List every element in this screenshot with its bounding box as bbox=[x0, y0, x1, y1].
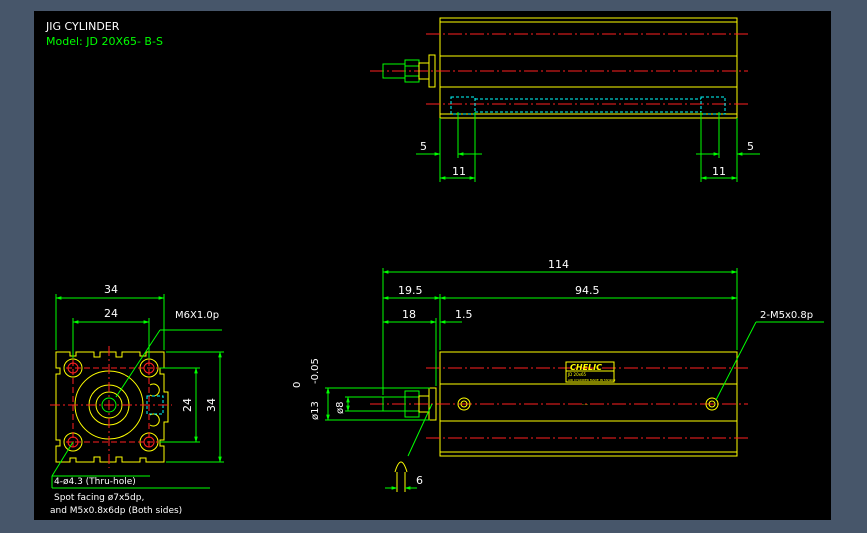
side-dim-6: 6 bbox=[416, 474, 423, 487]
end-thread-hole bbox=[101, 397, 117, 413]
end-view: 34 24 M6X1.0p 24 34 4-ø4.3 (Thru-hole) S… bbox=[50, 283, 224, 516]
end-dim-height-outer: 34 bbox=[205, 398, 218, 412]
side-dimensions bbox=[325, 268, 824, 490]
top-dim-right-5: 5 bbox=[747, 140, 754, 153]
top-rod-hex bbox=[404, 59, 420, 83]
top-dim-left-5: 5 bbox=[420, 140, 427, 153]
top-hidden-port-left bbox=[450, 96, 476, 115]
side-shaft-diameter: ø8 bbox=[335, 402, 346, 414]
top-view: 5 11 5 11 bbox=[370, 17, 760, 182]
end-spot-note-1: Spot facing ø7x5dp, bbox=[54, 493, 144, 503]
title-block: JIG CYLINDER Model: JD 20X65- B-S bbox=[45, 20, 163, 48]
nameplate-line-1: JD 20x65 bbox=[567, 372, 587, 377]
side-port-right-inner bbox=[708, 400, 716, 408]
top-dimensions bbox=[416, 112, 760, 182]
side-rod-diameter: ø13 bbox=[310, 401, 321, 420]
end-thread-label: M6X1.0p bbox=[175, 310, 219, 321]
side-rod-tolerance-lower: -0.05 bbox=[310, 358, 321, 384]
top-dim-right-11: 11 bbox=[712, 165, 726, 178]
top-body-outline bbox=[439, 17, 738, 119]
side-port-left bbox=[457, 397, 471, 411]
top-rod-collar bbox=[428, 54, 436, 88]
end-dim-height-inner: 24 bbox=[181, 398, 194, 412]
end-side-port bbox=[149, 383, 160, 397]
title-line-2: Model: JD 20X65- B-S bbox=[46, 35, 163, 48]
side-dim-18: 18 bbox=[402, 308, 416, 321]
title-line-1: JIG CYLINDER bbox=[45, 20, 120, 33]
end-dimensions bbox=[51, 294, 224, 489]
nameplate-line-2: AIR CYLINDER MADE IN TAIWAN bbox=[568, 378, 615, 382]
end-spot-note-2: and M5x0.8x6dp (Both sides) bbox=[50, 506, 182, 516]
side-view: ····· CHELIC JD 20x65 AIR CYLINDER MADE … bbox=[292, 258, 824, 492]
nameplate: CHELIC JD 20x65 AIR CYLINDER MADE IN TAI… bbox=[565, 361, 615, 383]
side-port-left-inner bbox=[460, 400, 468, 408]
end-dim-width-outer: 34 bbox=[104, 283, 118, 296]
side-dim-overall: 114 bbox=[548, 258, 569, 271]
top-hidden-port-right bbox=[700, 96, 726, 115]
side-body-mark: ····· bbox=[582, 402, 588, 407]
end-side-port bbox=[149, 413, 160, 427]
end-dim-width-inner: 24 bbox=[104, 307, 118, 320]
end-hole-note: 4-ø4.3 (Thru-hole) bbox=[54, 477, 136, 487]
side-dim-1-5: 1.5 bbox=[455, 308, 473, 321]
drawing-viewport[interactable] bbox=[34, 11, 831, 520]
side-port-right bbox=[705, 397, 719, 411]
side-port-label: 2-M5x0.8p bbox=[760, 310, 813, 321]
side-rod-tolerance-upper: 0 bbox=[292, 382, 303, 388]
side-rod-hex bbox=[404, 390, 420, 418]
top-dim-left-11: 11 bbox=[452, 165, 466, 178]
side-dim-19-5: 19.5 bbox=[398, 284, 423, 297]
nameplate-brand: CHELIC bbox=[570, 363, 602, 372]
side-dim-94-5: 94.5 bbox=[575, 284, 600, 297]
